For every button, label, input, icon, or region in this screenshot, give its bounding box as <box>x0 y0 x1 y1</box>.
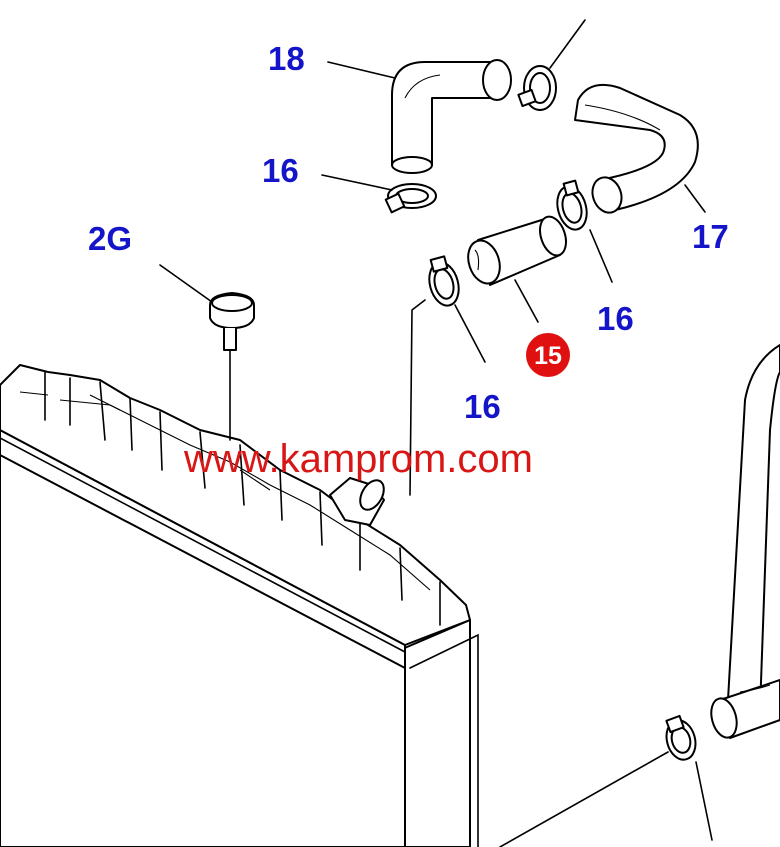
label-clamp-16-mid: 16 <box>464 388 501 425</box>
label-hose-17: 17 <box>692 218 729 255</box>
badge-15-text: 15 <box>534 342 562 370</box>
radiator-cap <box>209 292 255 441</box>
badge-15: 15 <box>526 333 570 377</box>
radiator <box>0 364 479 847</box>
label-hose-18: 18 <box>268 40 305 77</box>
leader-lines <box>159 61 706 363</box>
hose-17 <box>574 84 699 214</box>
label-cap-2g: 2G <box>88 220 132 257</box>
lower-hose <box>710 344 780 739</box>
label-clamp-16-upper: 16 <box>262 152 299 189</box>
watermark: www.kamprom.com <box>183 437 533 481</box>
hose-15 <box>467 215 567 286</box>
hose-18 <box>391 59 512 174</box>
clamp-lower <box>499 714 713 847</box>
clamp-16-mid <box>409 255 460 496</box>
clamp-16-upper-left <box>384 183 437 214</box>
clamp-16-mid-right <box>556 179 588 231</box>
label-clamp-16-right: 16 <box>597 300 634 337</box>
clamp-upper-right-of-18 <box>517 19 586 111</box>
